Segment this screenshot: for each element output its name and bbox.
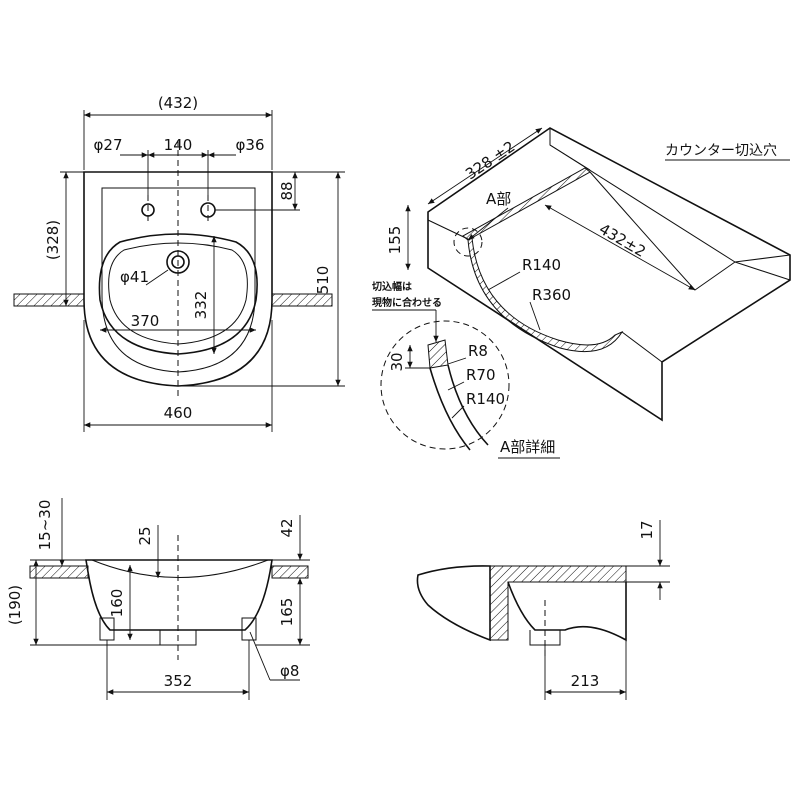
iso-depth-dim: 328 ±2 [462, 137, 518, 183]
iso-detail-ref: A部 [486, 190, 511, 208]
front-bolt-span: 352 [164, 672, 193, 690]
side-front [416, 565, 491, 642]
iso-view: カウンター切込穴 328 ±2 155 A部 432±2 R140 R360 [386, 127, 791, 422]
dim-bowl-depth: 332 [192, 291, 210, 320]
detail-circle [380, 320, 510, 450]
front-d160: 160 [108, 589, 126, 618]
iso-radius-2: R360 [532, 286, 571, 304]
counter-hatch-right [271, 293, 333, 307]
side-d17: 17 [638, 520, 656, 539]
detail-dim-30: 30 [388, 352, 406, 371]
front-range: 15~30 [36, 500, 54, 551]
side-view: 17 213 [416, 520, 670, 700]
iso-title: カウンター切込穴 [665, 143, 777, 159]
front-thickness: (190) [6, 585, 24, 625]
side-counter [489, 565, 627, 641]
front-d165: 165 [278, 598, 296, 627]
side-d213: 213 [571, 672, 600, 690]
detail-r70: R70 [466, 366, 496, 384]
detail-r8: R8 [468, 342, 488, 360]
front-basin [85, 559, 273, 631]
cut-edge-top [462, 167, 591, 241]
front-d42: 42 [278, 518, 296, 537]
front-view: 15~30 (190) 25 160 42 165 φ8 352 [6, 498, 310, 700]
dim-overall-width: (432) [158, 94, 198, 112]
front-d25: 25 [136, 526, 154, 545]
detail-r140: R140 [466, 390, 505, 408]
cut-edge-curve [467, 237, 624, 353]
dim-drain: φ41 [120, 268, 149, 286]
dim-total-depth: 510 [314, 266, 332, 295]
dim-base-width: 460 [164, 404, 193, 422]
counter-hatch-left [13, 293, 85, 307]
dim-bowl-width: 370 [131, 312, 160, 330]
dim-hole-right: φ36 [236, 136, 265, 154]
iso-height-dim: 155 [386, 226, 404, 255]
dim-depth: (328) [44, 220, 62, 260]
dim-hole-left: φ27 [94, 136, 123, 154]
detail-note-1: 切込幅は [372, 280, 412, 293]
detail-note-2: 現物に合わせる [372, 296, 442, 309]
front-bolt: φ8 [280, 662, 299, 680]
counter-slab [427, 127, 791, 422]
detail-a: 切込幅は 現物に合わせる 30 R8 R70 R140 A部詳細 [372, 280, 560, 459]
detail-caption: A部詳細 [500, 438, 555, 456]
top-view: (432) φ27 140 φ36 88 (328) 510 332 φ41 3… [13, 94, 345, 432]
iso-radius-1: R140 [522, 256, 561, 274]
dim-hole-offset: 88 [278, 181, 296, 200]
dim-hole-spacing: 140 [164, 136, 193, 154]
iso-width-dim: 432±2 [596, 220, 649, 261]
